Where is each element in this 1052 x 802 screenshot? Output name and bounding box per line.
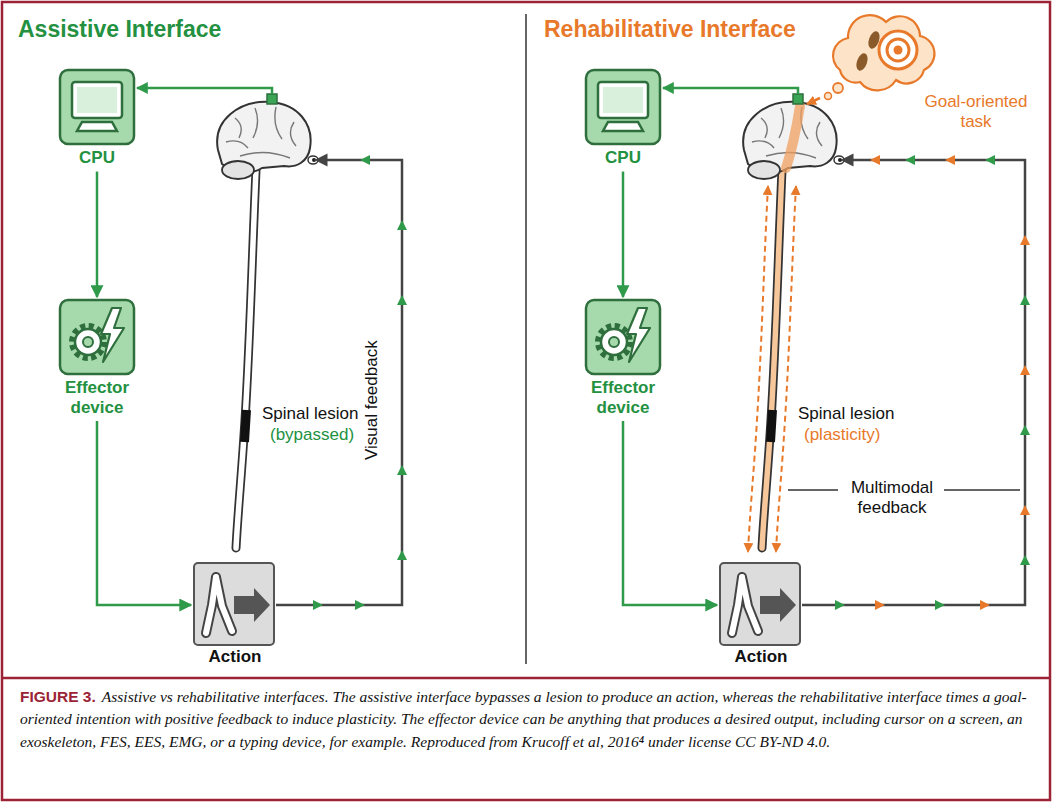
feedback-label: Visual feedback [362,330,382,470]
node-label: CPU [56,148,138,168]
node-label: CPU [582,148,664,168]
node-label: Effector device [576,378,670,417]
node-label: Action [192,647,278,667]
lesion-state: (plasticity) [804,425,881,445]
effector-box: Effector device [576,298,670,417]
connector-arrow [622,172,625,297]
cpu-box: CPU [56,68,138,168]
figure-caption: Assistive vs rehabilitative interfaces. … [20,688,1027,750]
panel-title: Assistive Interface [18,16,221,42]
caption-block: FIGURE 3.Assistive vs rehabilitative int… [20,686,1030,753]
lesion-label: Spinal lesion [262,404,358,424]
lesion-state: (bypassed) [270,425,354,445]
node-label: Effector device [50,378,144,417]
goal-label: Goal-oriented task [916,92,1036,133]
connector-arrow [623,421,717,605]
cpu-box: CPU [582,68,664,168]
node-label: Action [718,647,804,667]
figure-number: FIGURE 3. [20,688,96,705]
connector-arrow [97,421,191,605]
panel-title: Rehabilitative Interface [544,16,796,42]
interface-panel: Assistive InterfaceCPU Effector deviceAct… [0,0,526,678]
feedback-label: Multimodal feedback [843,478,941,519]
effector-box: Effector device [50,298,144,417]
action-box: Action [718,563,804,667]
action-box: Action [192,563,278,667]
connector-arrow [96,172,99,297]
lesion-label: Spinal lesion [798,404,894,424]
